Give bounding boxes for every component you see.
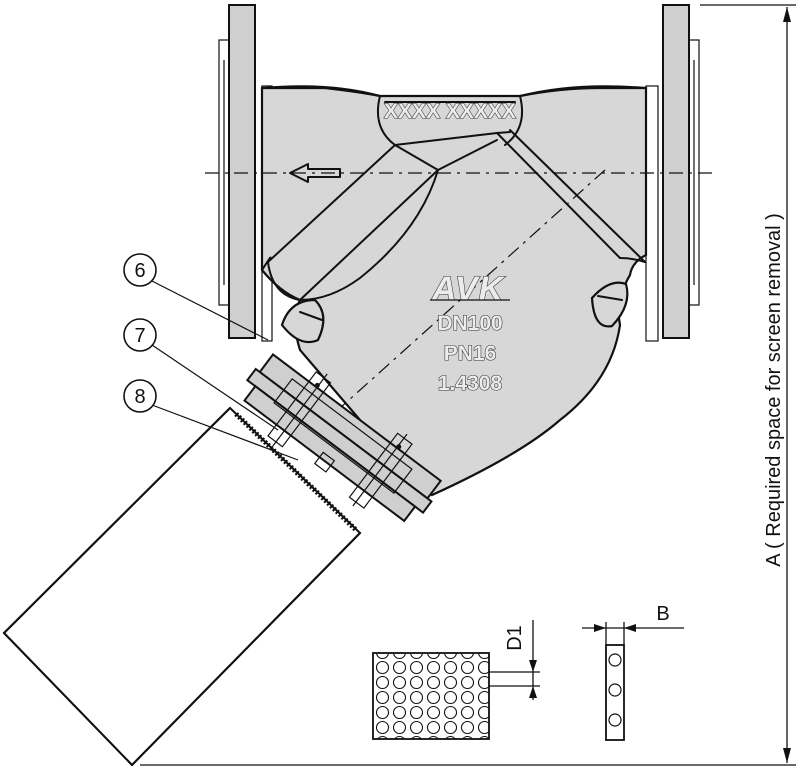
svg-text:8: 8	[134, 386, 145, 408]
cast-text: XXXX XXXXX	[384, 100, 516, 123]
mesh-detail: D1	[372, 620, 540, 740]
right-boss	[590, 281, 629, 328]
left-flange	[218, 4, 273, 342]
dimension-b-label: B	[656, 603, 669, 625]
thickness-detail: B	[582, 603, 684, 741]
screen-cylinder	[2, 406, 362, 767]
dimension-d1-label: D1	[504, 625, 526, 651]
size-marking: DN100	[437, 312, 502, 335]
material-marking: 1.4308	[438, 372, 503, 395]
callout-6: 6	[123, 253, 269, 341]
svg-text:6: 6	[134, 260, 145, 282]
flow-arrow-icon	[289, 163, 341, 183]
cover-assembly	[243, 353, 443, 523]
dimension-a: A ( Required space for screen removal )	[140, 4, 796, 766]
screen-centerline	[339, 169, 606, 409]
callout-7: 7	[123, 318, 279, 431]
callout-8: 8	[123, 379, 299, 461]
pressure-marking: PN16	[444, 342, 497, 365]
left-boss	[280, 298, 325, 344]
svg-text:7: 7	[134, 325, 145, 347]
dimension-a-label: A ( Required space for screen removal )	[763, 213, 785, 567]
brand-logo: AVK	[431, 270, 506, 308]
